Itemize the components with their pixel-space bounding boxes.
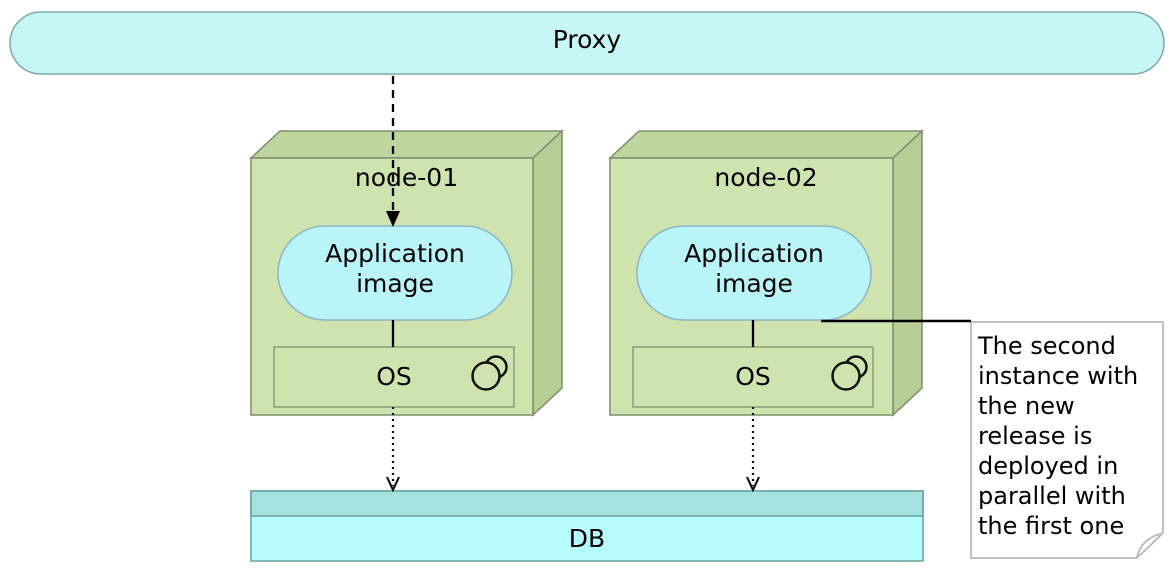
arrowhead-filled	[386, 211, 400, 227]
db-shape	[250, 490, 924, 562]
node-02-side-face	[892, 129, 923, 417]
node-01-side-face	[532, 129, 563, 417]
node-01-application-image-shape	[277, 225, 513, 321]
overlapping-circles-icon	[471, 355, 508, 391]
edge-os1-to-db	[386, 407, 400, 493]
node-02-application-image-shape	[636, 225, 872, 321]
node-01-top-face	[249, 130, 564, 159]
proxy-shape	[9, 11, 1165, 75]
note-shape	[970, 321, 1164, 559]
arrowhead-open	[386, 476, 400, 493]
edge-os2-to-db	[746, 407, 760, 493]
note-fold-corner	[1136, 532, 1164, 559]
edge-proxy-to-app1	[386, 76, 400, 227]
node-02-top-face	[608, 130, 924, 159]
overlapping-circles-icon	[831, 355, 868, 391]
arrowhead-open	[746, 476, 760, 493]
